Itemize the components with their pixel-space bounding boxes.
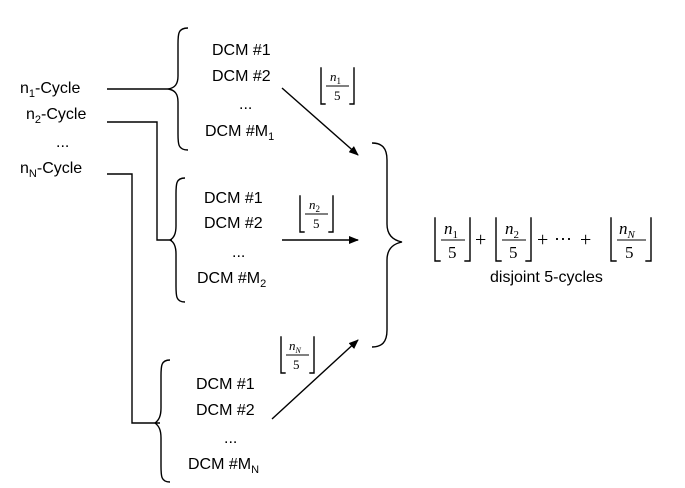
group-n-dcm-2: DCM #2 bbox=[196, 402, 255, 419]
group-n-ellipsis: ... bbox=[224, 430, 237, 447]
svg-text:5: 5 bbox=[313, 216, 320, 231]
svg-text:nN: nN bbox=[289, 338, 302, 355]
cycle-label-n: nN-Cycle bbox=[20, 160, 82, 180]
svg-text:5: 5 bbox=[625, 243, 634, 262]
plus-sign-3: + bbox=[580, 229, 591, 251]
svg-text:n1: n1 bbox=[444, 219, 458, 241]
cycle-label-1: n1-Cycle bbox=[20, 80, 80, 100]
group-2-dcm-1: DCM #1 bbox=[204, 190, 263, 207]
floor-fraction-2: n2 5 bbox=[299, 195, 334, 233]
connector-cycle-n bbox=[107, 173, 160, 424]
result-formula: n1 5 + n2 5 + ⋯ + nN 5 bbox=[434, 217, 652, 262]
svg-text:5: 5 bbox=[509, 243, 518, 262]
floor-fraction-n: nN 5 bbox=[280, 336, 315, 374]
group-1-dcm-last: DCM #M1 bbox=[205, 123, 274, 143]
connector-cycle-2 bbox=[107, 121, 172, 241]
svg-text:5: 5 bbox=[293, 357, 300, 372]
group-n-dcm-1: DCM #1 bbox=[196, 376, 255, 393]
arrow-group-1 bbox=[281, 87, 359, 156]
group-2-dcm-2: DCM #2 bbox=[204, 215, 263, 232]
plus-sign-2: + bbox=[537, 229, 548, 251]
group-1-dcm-2: DCM #2 bbox=[212, 68, 271, 85]
svg-text:n2: n2 bbox=[505, 219, 519, 241]
svg-text:nN: nN bbox=[619, 219, 636, 241]
brace-combine bbox=[371, 142, 403, 348]
brace-group-2 bbox=[168, 177, 186, 303]
result-caption: disjoint 5-cycles bbox=[490, 269, 603, 286]
group-2-dcm-last: DCM #M2 bbox=[197, 270, 266, 290]
brace-group-1 bbox=[167, 27, 189, 151]
group-1-dcm-1: DCM #1 bbox=[212, 42, 271, 59]
svg-text:5: 5 bbox=[448, 243, 457, 262]
svg-text:5: 5 bbox=[334, 88, 341, 103]
cycle-label-ellipsis: ... bbox=[56, 134, 69, 151]
group-1-ellipsis: ... bbox=[239, 96, 252, 113]
floor-fraction-1: n1 5 bbox=[320, 67, 355, 105]
ellipsis-sign: ⋯ bbox=[554, 229, 572, 249]
plus-sign-1: + bbox=[475, 229, 486, 251]
svg-text:n2: n2 bbox=[309, 197, 320, 214]
group-n-dcm-last: DCM #MN bbox=[188, 456, 259, 476]
arrow-group-n bbox=[271, 339, 359, 420]
cycle-label-2: n2-Cycle bbox=[26, 106, 86, 126]
group-2-ellipsis: ... bbox=[232, 244, 245, 261]
svg-text:n1: n1 bbox=[330, 69, 341, 86]
brace-group-n bbox=[153, 359, 171, 483]
